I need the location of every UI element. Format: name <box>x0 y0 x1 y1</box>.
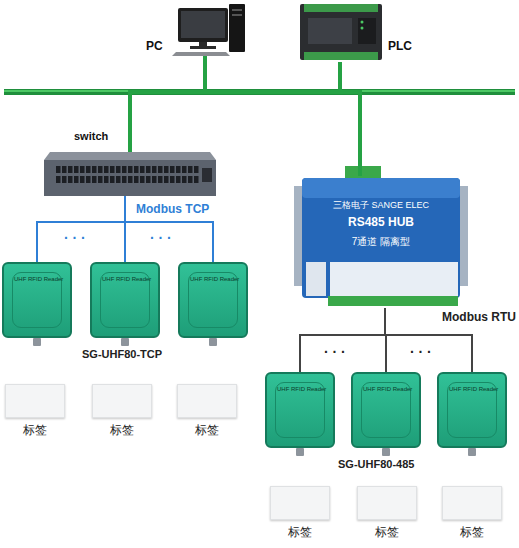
protocol-label: Modbus TCP <box>136 203 209 217</box>
rfid-tag: 标签 <box>92 384 152 418</box>
plc-icon <box>300 4 382 60</box>
hub-title: RS485 HUB <box>300 216 462 230</box>
pc-icon <box>172 4 245 56</box>
tag-label: 标签 <box>0 424 74 438</box>
rfid-tag: 标签 <box>270 486 330 520</box>
rfid-reader: UHF RFID Reader <box>178 262 248 338</box>
plc-node: PLC <box>298 0 416 62</box>
rfid-reader: UHF RFID Reader <box>2 262 72 338</box>
connector-line <box>340 62 360 176</box>
pc-label: PC <box>146 40 163 54</box>
connector-line <box>205 56 360 176</box>
protocol-label: Modbus RTU <box>442 311 516 325</box>
reader-text: UHF RFID Reader <box>102 276 151 283</box>
cable-connector <box>296 448 304 456</box>
tag-label: 标签 <box>433 526 511 540</box>
cable-connector <box>33 338 41 346</box>
cable-connector <box>468 448 476 456</box>
pc-node: PC <box>142 2 246 56</box>
ellipsis: · · · <box>150 230 172 246</box>
reader-text: UHF RFID Reader <box>277 386 326 393</box>
reader-text: UHF RFID Reader <box>190 276 239 283</box>
hub-node: 三格电子 SANGE ELEC RS485 HUB 7通道 隔离型 <box>300 176 462 308</box>
tag-label: 标签 <box>168 424 246 438</box>
cable-connector <box>382 448 390 456</box>
connector-line <box>300 308 385 372</box>
rfid-tag: 标签 <box>357 486 417 520</box>
rfid-reader: UHF RFID Reader <box>265 372 335 448</box>
reader-text: UHF RFID Reader <box>449 386 498 393</box>
model-label: SG-UHF80-TCP <box>82 348 162 361</box>
rfid-tag: 标签 <box>5 384 65 418</box>
switch-device <box>44 152 216 196</box>
rfid-reader: UHF RFID Reader <box>437 372 507 448</box>
ellipsis: · · · <box>410 344 432 360</box>
connector-line <box>125 196 213 262</box>
model-label: SG-UHF80-485 <box>338 458 414 471</box>
reader-text: UHF RFID Reader <box>14 276 63 283</box>
rfid-reader: UHF RFID Reader <box>90 262 160 338</box>
rs485-hub-device <box>294 166 468 306</box>
hub-brand: 三格电子 SANGE ELEC <box>300 200 462 210</box>
connector-line <box>130 56 205 152</box>
tag-label: 标签 <box>348 526 426 540</box>
switch-node: switch <box>44 152 216 196</box>
rfid-tag: 标签 <box>442 486 502 520</box>
hub-subtitle: 7通道 隔离型 <box>300 236 462 248</box>
switch-label: switch <box>74 130 108 143</box>
ellipsis: · · · <box>64 230 86 246</box>
connector-line <box>37 196 125 262</box>
tag-label: 标签 <box>83 424 161 438</box>
plc-label: PLC <box>388 40 412 54</box>
connector-line <box>130 62 340 152</box>
cable-connector <box>121 338 129 346</box>
ellipsis: · · · <box>324 344 346 360</box>
reader-text: UHF RFID Reader <box>363 386 412 393</box>
cable-connector <box>209 338 217 346</box>
rfid-tag: 标签 <box>177 384 237 418</box>
tag-label: 标签 <box>261 526 339 540</box>
rfid-reader: UHF RFID Reader <box>351 372 421 448</box>
